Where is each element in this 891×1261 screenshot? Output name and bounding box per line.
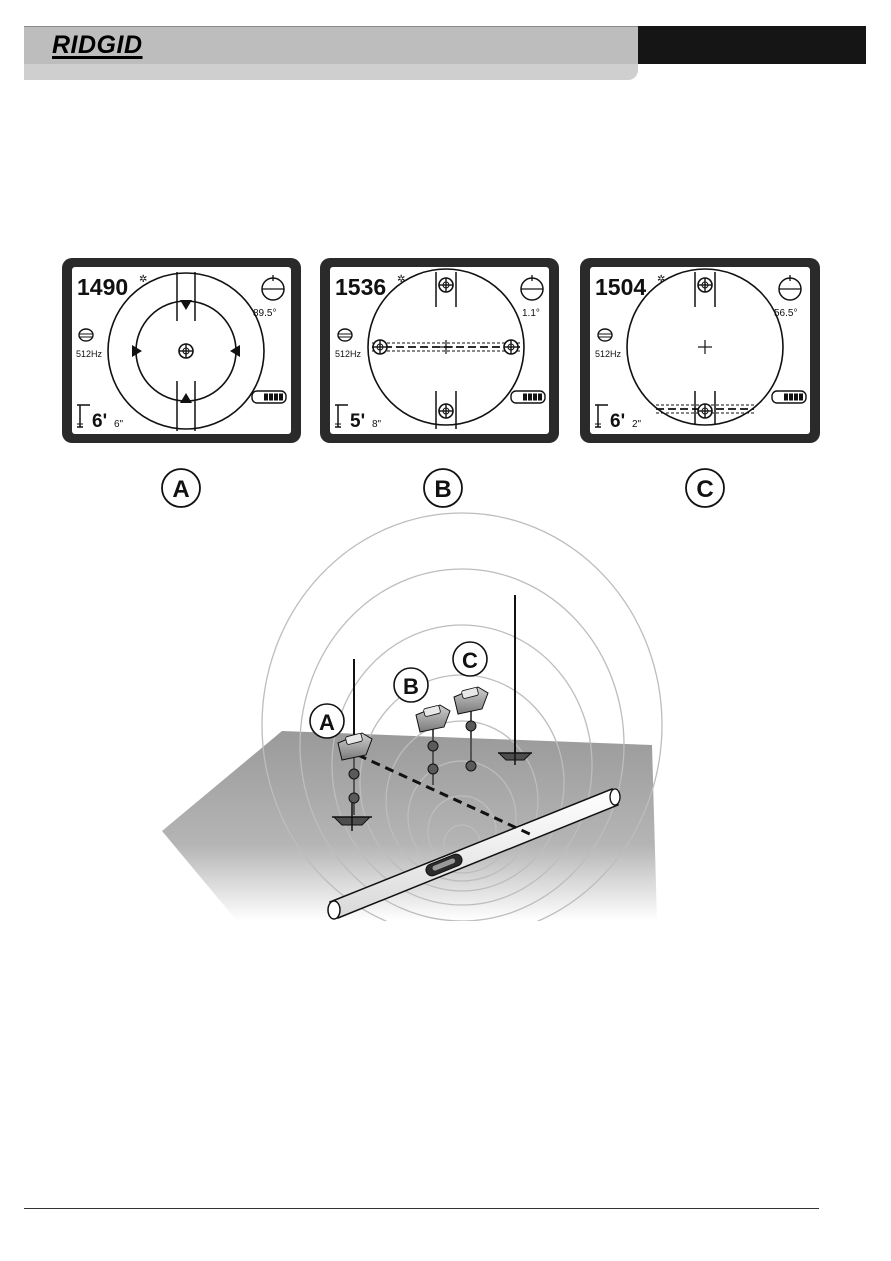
target-ball-icon [373, 340, 387, 354]
locator-figure: 1490 ✲ 89.5° 512Hz 6' 6" 1536 ✲ 1.1° 512… [62, 255, 820, 921]
screen-label-c: C [686, 469, 724, 507]
signal-symbol: ✲ [657, 274, 665, 285]
signal-symbol: ✲ [139, 274, 147, 285]
tilt-angle: 89.5° [253, 308, 276, 319]
svg-text:B: B [434, 476, 451, 503]
ground-scene: A B C [162, 513, 662, 921]
screen-a: 1490 ✲ 89.5° 512Hz 6' 6" [62, 258, 301, 443]
battery-icon [252, 391, 286, 403]
screen-label-b: B [424, 469, 462, 507]
scene-label-b: B [394, 668, 428, 702]
screen-label-a: A [162, 469, 200, 507]
battery-icon [772, 391, 806, 403]
frequency-icon [338, 329, 352, 341]
target-ball-icon [698, 278, 712, 292]
depth-feet: 6' [610, 411, 625, 432]
header-dark-block [638, 26, 866, 64]
tilt-angle: 56.5° [774, 308, 797, 319]
brand-logo: RIDGID [52, 31, 143, 60]
target-ball-icon [439, 278, 453, 292]
tilt-angle: 1.1° [522, 308, 540, 319]
frequency-label: 512Hz [76, 349, 103, 359]
depth-inches: 6" [114, 419, 124, 430]
frequency-icon [79, 329, 93, 341]
depth-inches: 8" [372, 419, 382, 430]
screen-b: 1536 ✲ 1.1° 512Hz 5' 8" [320, 258, 559, 443]
signal-symbol: ✲ [397, 274, 405, 285]
screen-c: 1504 ✲ 56.5° 512Hz 6' 2" [580, 258, 820, 443]
depth-feet: 6' [92, 411, 107, 432]
svg-text:B: B [403, 674, 419, 699]
battery-icon [511, 391, 545, 403]
signal-strength: 1536 [335, 274, 386, 300]
svg-text:A: A [319, 710, 335, 735]
header-subbar [24, 64, 638, 80]
footer-rule [24, 1208, 819, 1209]
scene-label-a: A [310, 704, 344, 738]
frequency-label: 512Hz [335, 349, 362, 359]
signal-strength: 1504 [595, 274, 646, 300]
frequency-label: 512Hz [595, 349, 622, 359]
signal-strength: 1490 [77, 274, 128, 300]
frequency-icon [598, 329, 612, 341]
target-ball-icon [698, 404, 712, 418]
svg-text:C: C [462, 648, 478, 673]
target-ball-icon [179, 344, 193, 358]
svg-text:A: A [172, 476, 189, 503]
scene-label-c: C [453, 642, 487, 676]
depth-feet: 5' [350, 411, 365, 432]
target-ball-icon [504, 340, 518, 354]
svg-text:C: C [696, 476, 713, 503]
depth-inches: 2" [632, 419, 642, 430]
target-ball-icon [439, 404, 453, 418]
